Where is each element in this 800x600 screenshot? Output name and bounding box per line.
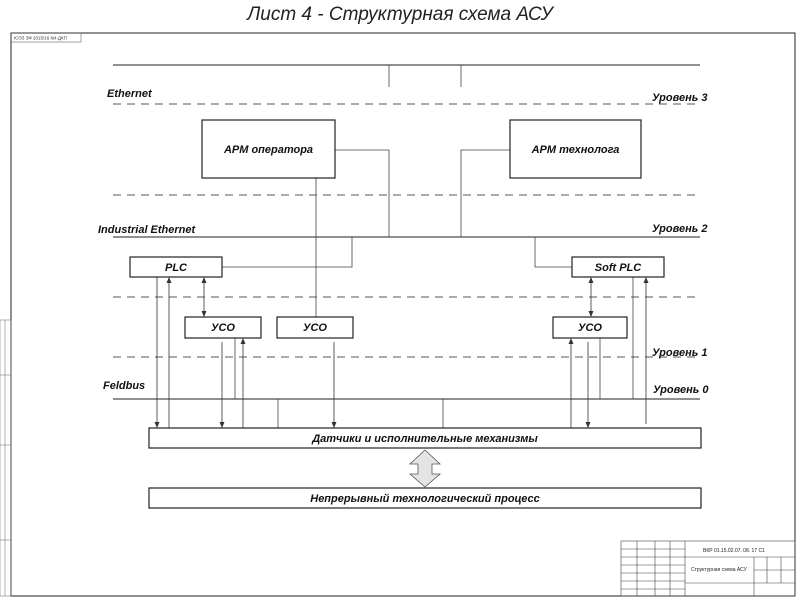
ethernet-label: Ethernet bbox=[107, 88, 153, 100]
title-block bbox=[620, 540, 796, 597]
arm-operator-node: АРМ оператора bbox=[201, 119, 336, 179]
arm-technologist-label: АРМ технолога bbox=[531, 144, 620, 156]
soft-plc-label: Soft PLC bbox=[595, 262, 642, 274]
plc-label: PLC bbox=[165, 262, 188, 274]
sensors-label: Датчики и исполнительные механизмы bbox=[311, 433, 538, 445]
network-buses bbox=[113, 64, 700, 400]
uso1-label: УСО bbox=[211, 322, 235, 334]
signal-arrows bbox=[156, 277, 647, 428]
process-label: Непрерывный технологический процесс bbox=[310, 493, 539, 505]
level1-label: Уровень 1 bbox=[652, 347, 707, 359]
feldbus-label: Feldbus bbox=[103, 380, 145, 392]
arm-technologist-node: АРМ технолога bbox=[509, 119, 642, 179]
doc-code-stamp-text: ЮЭЗ ЗФ 2015/16 КИ-ДКП bbox=[14, 36, 67, 41]
level3-label: Уровень 3 bbox=[652, 92, 707, 104]
connectors bbox=[222, 65, 634, 428]
industrial-ethernet-label: Industrial Ethernet bbox=[98, 224, 197, 236]
sensors-node: Датчики и исполнительные механизмы bbox=[148, 427, 702, 449]
interaction-double-arrow bbox=[408, 449, 442, 488]
uso3-label: УСО bbox=[578, 322, 602, 334]
page-title: Лист 4 - Структурная схема АСУ bbox=[247, 4, 553, 25]
soft-plc-node: Soft PLC bbox=[571, 256, 665, 278]
drawing-frame bbox=[10, 32, 796, 597]
plc-node: PLC bbox=[129, 256, 223, 278]
title-block-sheet-name: Структурная схема АСУ bbox=[691, 567, 748, 573]
side-stamp bbox=[0, 319, 12, 597]
title-block-code: ВКР 01.15.02.07. 08. 17 С1 bbox=[703, 548, 765, 554]
uso3-node: УСО bbox=[552, 316, 628, 339]
uso1-node: УСО bbox=[184, 316, 262, 339]
arm-operator-label: АРМ оператора bbox=[223, 144, 313, 156]
arrow-heads bbox=[154, 277, 649, 428]
process-node: Непрерывный технологический процесс bbox=[148, 487, 702, 509]
uso2-label: УСО bbox=[303, 322, 327, 334]
level0-label: Уровень 0 bbox=[653, 384, 709, 396]
doc-code-stamp bbox=[10, 32, 82, 43]
uso2-node: УСО bbox=[276, 316, 354, 339]
level2-label: Уровень 2 bbox=[652, 223, 707, 235]
